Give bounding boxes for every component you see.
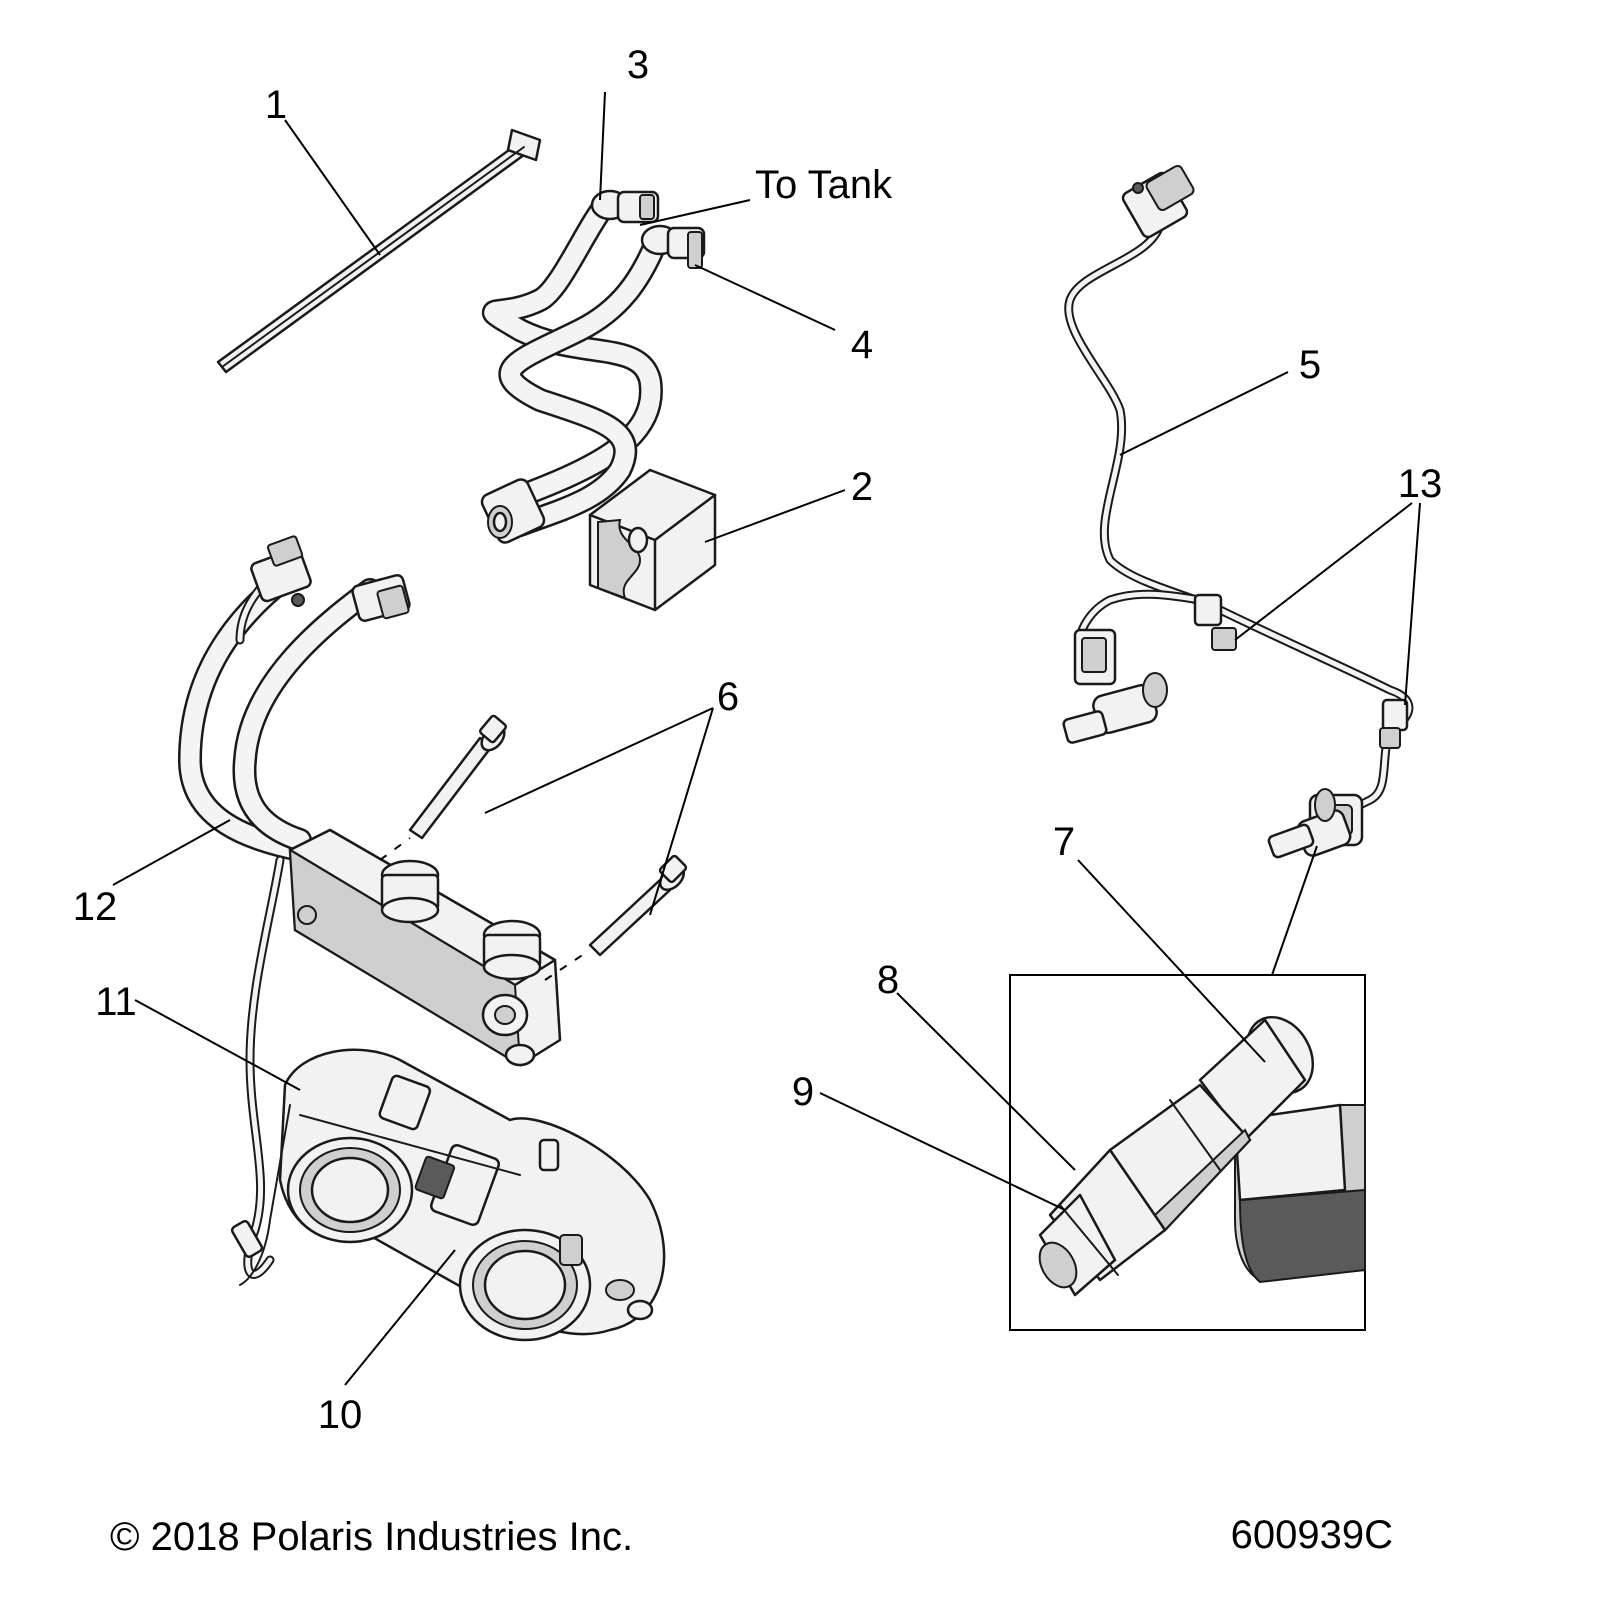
callout-10: 10 (318, 1393, 363, 1437)
callout-1: 1 (265, 83, 287, 127)
injector-detail-view (1009, 845, 1366, 1331)
foam-block-part (588, 468, 717, 612)
copyright-text: © 2018 Polaris Industries Inc. (110, 1515, 633, 1559)
hose-end-connector-part (480, 478, 546, 544)
quick-connector-part (590, 189, 660, 224)
injector-boss-part (482, 919, 542, 981)
bolt-part (379, 714, 507, 861)
injector-detail-part (1038, 1016, 1366, 1297)
callout-5: 5 (1299, 343, 1321, 387)
rail-connector-part (250, 535, 312, 607)
callout-3: 3 (627, 43, 649, 87)
fuel-injector-part (1267, 788, 1364, 859)
bolt-part (544, 854, 688, 981)
harness-clip-part (1193, 593, 1237, 651)
fuel-rail-assembly-part (178, 535, 562, 1279)
callout-12: 12 (73, 885, 118, 929)
rail-connector-part (351, 573, 411, 623)
fuel-injector-part (1062, 628, 1168, 744)
quick-connector-clip-part (640, 224, 706, 269)
callout-6: 6 (717, 675, 739, 719)
footer: © 2018 Polaris Industries Inc. 600939C (110, 1513, 1393, 1559)
harness-connector-part (1121, 164, 1195, 239)
fuel-hose-assembly-part (480, 189, 706, 544)
callout-4: 4 (851, 323, 873, 367)
harness-clip-part (1379, 698, 1409, 749)
callout-11: 11 (95, 980, 137, 1024)
to-tank-label: To Tank (755, 163, 893, 207)
cable-tie-part (216, 128, 542, 374)
diagram-number: 600939C (1231, 1513, 1393, 1557)
callout-2: 2 (851, 465, 873, 509)
leader-lines (112, 91, 1421, 1386)
throttle-body-part (230, 1048, 666, 1342)
callout-13: 13 (1398, 462, 1443, 506)
callout-8: 8 (877, 958, 899, 1002)
injector-wire-harness-part (1062, 164, 1414, 859)
callout-7: 7 (1053, 820, 1075, 864)
callout-9: 9 (792, 1070, 814, 1114)
injector-boss-part (380, 859, 440, 924)
callout-labels: 1 2 3 4 5 6 7 8 9 10 11 12 13 To Tank (73, 43, 1443, 1437)
